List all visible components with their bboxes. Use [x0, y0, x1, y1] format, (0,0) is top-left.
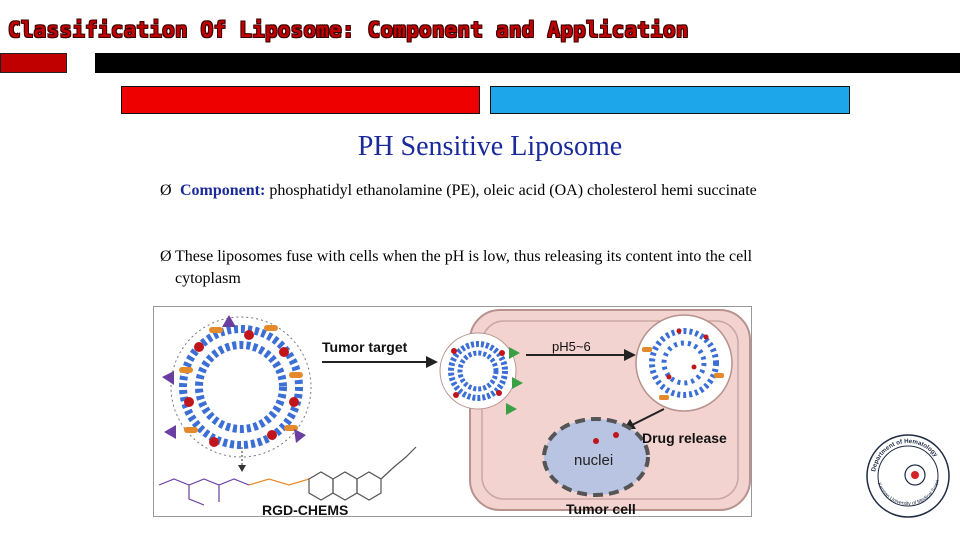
- department-logo: Department of Hematology Kerman Universi…: [864, 429, 951, 519]
- slide-title: Classification Of Liposome: Component an…: [8, 18, 689, 42]
- tumor-target-label: Tumor target: [322, 339, 408, 355]
- tumor-cell-label: Tumor cell: [566, 501, 636, 517]
- small-liposome-docking: [439, 332, 523, 415]
- bullet-text: These liposomes fuse with cells when the…: [175, 248, 753, 287]
- nucleus-diagram: [542, 417, 650, 497]
- rgd-chems-label: RGD-CHEMS: [262, 502, 348, 517]
- slide-heading: PH Sensitive Liposome: [357, 131, 623, 162]
- bullet-arrow-icon: Ø: [160, 182, 172, 199]
- bullet-fusion: Ø These liposomes fuse with cells when t…: [160, 246, 780, 290]
- nuclei-label: nuclei: [574, 452, 613, 469]
- liposome-figure: RGD-CHEMS Tumor target pH5~6: [153, 306, 752, 517]
- rgd-chems-molecule: [158, 478, 250, 506]
- decorative-blue-bar: [490, 86, 850, 114]
- large-liposome-diagram: [162, 315, 312, 472]
- drug-release-label: Drug release: [642, 430, 727, 446]
- decorative-black-bar: [95, 53, 960, 73]
- ph-label: pH5~6: [552, 339, 591, 354]
- bullet-component: Ø Component: phosphatidyl ethanolamine (…: [160, 180, 780, 202]
- bullet-arrow-icon: Ø: [160, 248, 172, 265]
- bullet-label: Component:: [180, 182, 266, 199]
- endosome-diagram: [635, 314, 733, 412]
- decorative-red-bar: [121, 86, 480, 114]
- decorative-red-bar-small: [0, 53, 67, 73]
- bullet-text: phosphatidyl ethanolamine (PE), oleic ac…: [265, 182, 757, 199]
